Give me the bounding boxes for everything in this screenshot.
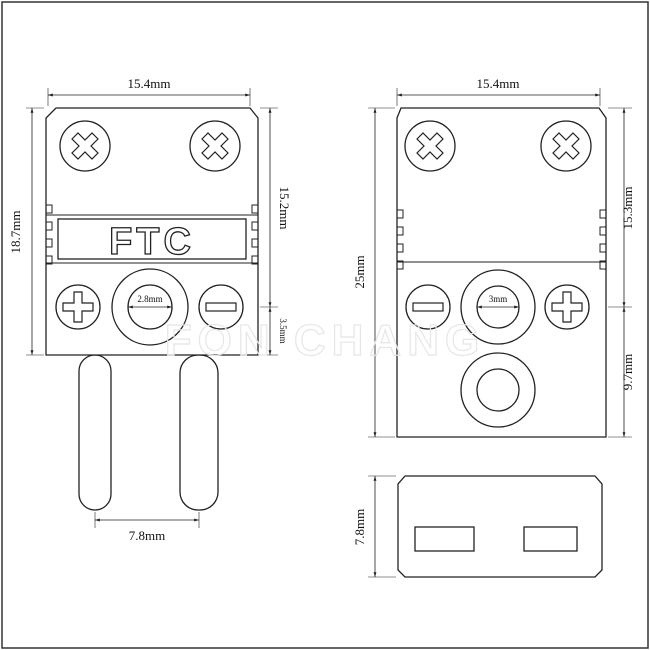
front-screw-top-right xyxy=(540,120,592,172)
hole-dim-label: 2.8mm xyxy=(137,294,162,304)
side-notches xyxy=(45,204,259,265)
front-lower-height-dim-label: 9.7mm xyxy=(620,354,635,390)
width-dim-label: 15.4mm xyxy=(128,76,171,91)
front-side-notches xyxy=(396,209,607,270)
logo-text: FTC xyxy=(109,221,195,263)
lower-height-dim-label: 3.5mm xyxy=(278,318,288,343)
front-upper-height-dim-label: 15.3mm xyxy=(620,187,635,230)
height-dim-label: 18.7mm xyxy=(8,211,23,254)
front-width-dim-label: 15.4mm xyxy=(477,76,520,91)
bottom-slot-right xyxy=(523,526,578,552)
bottom-body xyxy=(397,475,603,578)
pin-left xyxy=(78,354,112,511)
front-height-dim-label: 25mm xyxy=(352,255,367,288)
screw-top-right xyxy=(189,120,241,172)
watermark: FON CHANG xyxy=(165,316,485,365)
front-hole-dim-label: 3mm xyxy=(489,294,508,304)
bottom-slot-left xyxy=(414,526,475,552)
screw-top-left xyxy=(59,120,111,172)
bottom-depth-dim-label: 7.8mm xyxy=(352,509,367,545)
front-lower-socket xyxy=(476,368,520,412)
logo-plate xyxy=(57,218,247,260)
front-terminal-plus xyxy=(544,284,590,330)
connector-bottom-view: 7.8mm xyxy=(352,475,603,578)
connector-front-view: 3mm 15.4mm 25mm 15.3mm 9.7mm xyxy=(352,76,635,438)
connector-side-view: FTC 2.8mm 15.4mm 18.7mm 15.2mm 3.5mm xyxy=(8,76,292,543)
upper-height-dim-label: 15.2mm xyxy=(277,187,292,230)
front-screw-top-left xyxy=(404,120,456,172)
terminal-plus xyxy=(55,284,101,330)
pin-spacing-dim-label: 7.8mm xyxy=(129,528,165,543)
pin-right xyxy=(179,354,219,511)
